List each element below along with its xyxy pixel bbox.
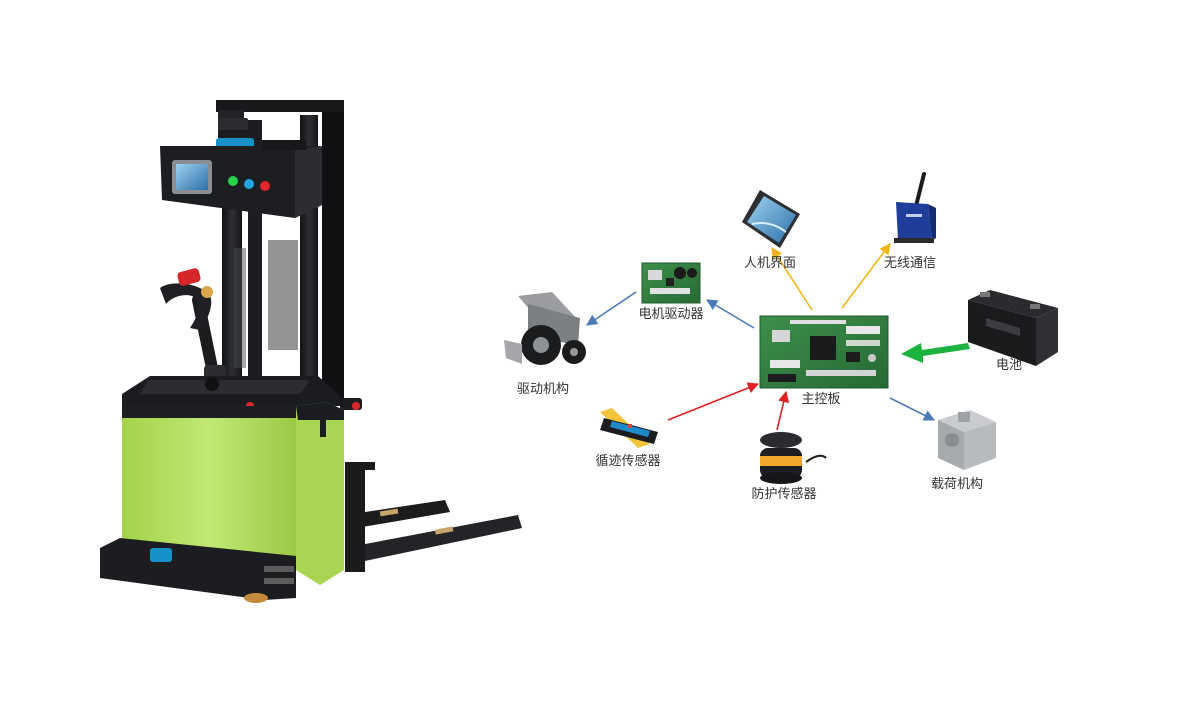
- arrow-driver-to-drive-mech: [586, 291, 637, 326]
- arrow-battery-to-board: [901, 343, 970, 363]
- chassis-top: [122, 376, 362, 410]
- arrow-board-to-hmi: [771, 247, 813, 311]
- safety-sensor-label: 防护传感器: [751, 487, 817, 502]
- battery-label: 电池: [995, 358, 1023, 373]
- arrow-board-to-load-mech: [889, 397, 936, 421]
- lidar-sensor-icon: [760, 432, 827, 484]
- lift-mechanism-icon: [938, 410, 996, 470]
- arrow-safety-sensor-to-board: [776, 390, 790, 431]
- arrow-board-to-wireless: [841, 243, 891, 309]
- display-head: [160, 140, 322, 218]
- tiller-handle: [160, 268, 226, 384]
- load-mech-label: 载荷机构: [930, 477, 984, 492]
- agv-stacker-forklift-image: [100, 100, 522, 603]
- green-body: [122, 402, 344, 585]
- motor-driver-label: 电机驱动器: [638, 307, 704, 322]
- main-board-label: 主控板: [801, 392, 841, 407]
- fork-tines: [345, 462, 522, 572]
- arrow-board-to-motor-driver: [706, 299, 755, 329]
- chassis-base: [100, 538, 296, 603]
- line-sensor-icon: [600, 408, 658, 448]
- arrow-line-sensor-to-board: [667, 382, 760, 421]
- battery-icon: [968, 290, 1058, 366]
- hmi-label: 人机界面: [743, 256, 797, 271]
- wireless-label: 无线通信: [883, 256, 937, 271]
- line-sensor-label: 循迹传感器: [595, 454, 661, 469]
- wireless-router-icon: [894, 172, 936, 243]
- tablet-icon: [742, 190, 800, 248]
- connection-arrows: [586, 243, 970, 431]
- drive-wheel-icon: [504, 292, 586, 365]
- driver-board-icon: [641, 262, 701, 304]
- circuit-board-icon: [759, 315, 889, 389]
- drive-mech-label: 驱动机构: [516, 382, 570, 397]
